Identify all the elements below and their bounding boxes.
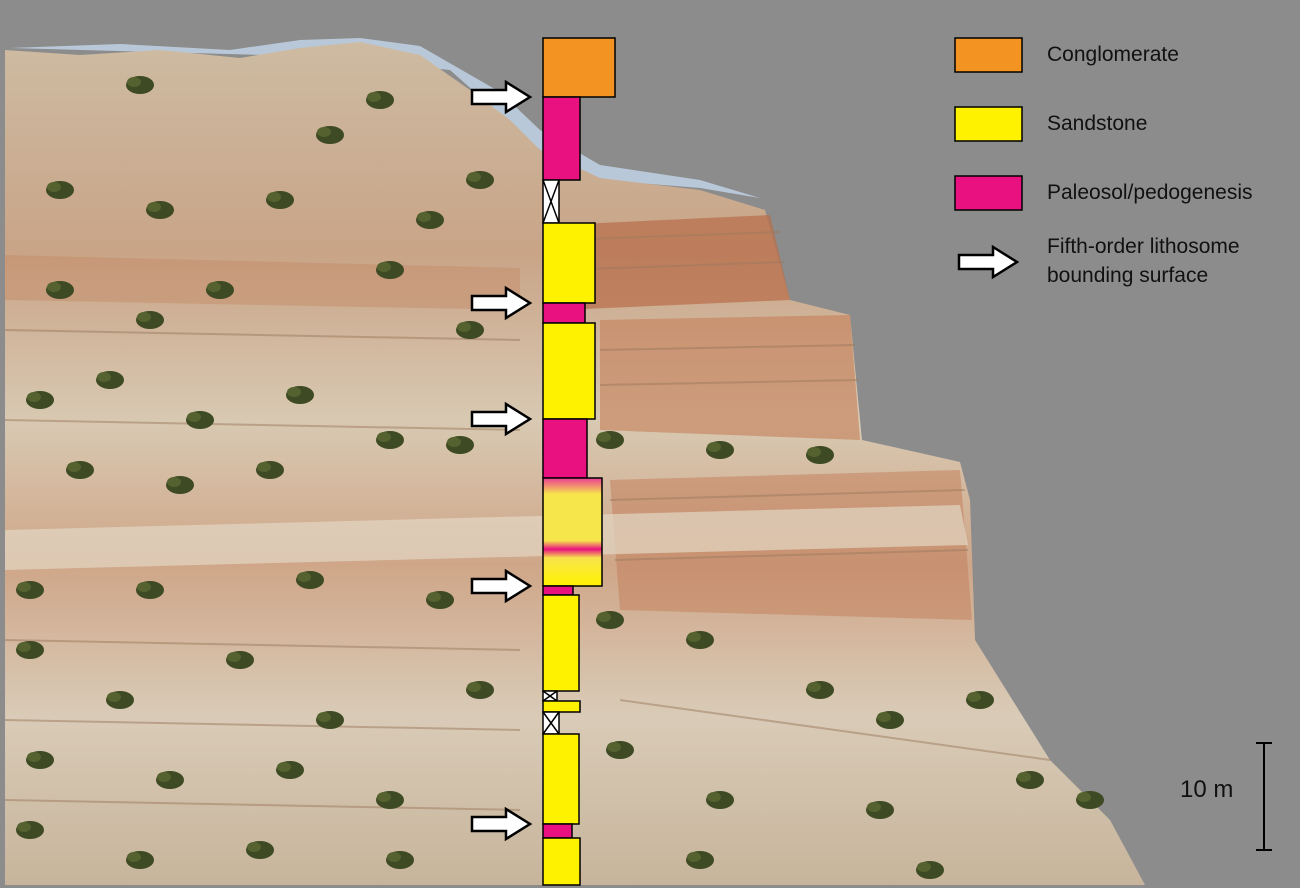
legend-swatch-sandstone bbox=[954, 106, 1023, 142]
pale-ledge bbox=[5, 505, 968, 570]
column-covered-interval bbox=[542, 711, 560, 735]
column-unit-sandstone bbox=[542, 837, 581, 886]
strata-lines bbox=[4, 231, 1051, 811]
column-unit-paleosol bbox=[542, 823, 573, 839]
legend-label-paleosol: Paleosol/pedogenesis bbox=[1047, 181, 1253, 204]
legend-swatch-paleosol bbox=[954, 175, 1023, 211]
legend-label-conglomerate: Conglomerate bbox=[1047, 43, 1179, 66]
column-unit-sandstone bbox=[542, 222, 596, 304]
column-unit-paleosol bbox=[542, 418, 588, 479]
legend-label-sandstone: Sandstone bbox=[1047, 112, 1148, 135]
column-unit-paleosol bbox=[542, 585, 574, 596]
column-unit-sandstone bbox=[542, 733, 580, 825]
column-covered-interval bbox=[542, 179, 560, 224]
scale-bar bbox=[1256, 742, 1272, 851]
column-unit-sandstone bbox=[542, 594, 580, 692]
legend-label-surface-line2: bounding surface bbox=[1047, 264, 1209, 287]
red-band-middle bbox=[600, 315, 860, 440]
column-unit-paleosol bbox=[542, 302, 586, 324]
legend-arrow-icon bbox=[957, 245, 1019, 279]
column-unit-sandstone bbox=[542, 700, 581, 713]
column-unit-sandstone-paleosol-gradient bbox=[542, 477, 603, 587]
stratigraphic-column bbox=[542, 37, 616, 886]
column-covered-interval bbox=[542, 690, 558, 702]
column-unit-sandstone bbox=[542, 322, 596, 420]
column-unit-paleosol bbox=[542, 96, 581, 181]
column-unit-conglomerate bbox=[542, 37, 616, 98]
scale-bar-label: 10 m bbox=[1180, 776, 1234, 803]
legend-label-surface-line1: Fifth-order lithosome bbox=[1047, 235, 1240, 258]
legend-swatch-conglomerate bbox=[954, 37, 1023, 73]
